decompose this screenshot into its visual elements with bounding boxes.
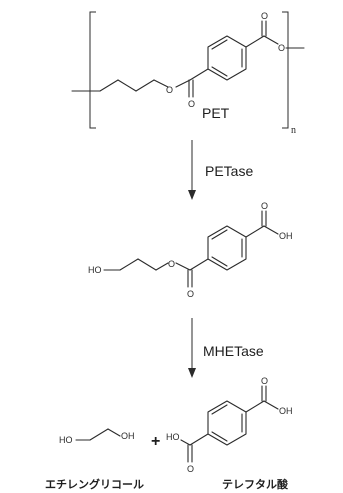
bond [211,39,228,50]
bond [189,433,209,446]
bond [211,404,228,415]
bond [245,35,265,48]
atom-ho: HO [59,435,73,445]
atom-o-carbonyl: O [187,289,194,299]
bond [211,256,228,267]
bond [99,79,119,92]
bond [137,258,157,271]
mhet-structure: HO O O O OH [88,201,293,299]
atom-oh: OH [279,231,293,241]
bond [189,68,209,81]
bond [135,79,155,92]
bond [153,79,169,88]
arrow-mhetase: MHETase [188,318,264,378]
bond [117,79,137,92]
bond [107,428,121,437]
bond [175,79,191,88]
atom-ho: HO [88,265,102,275]
atom-o-left: O [187,464,194,474]
bond [211,229,228,240]
bond [89,428,109,441]
atom-o-right: O [261,376,268,386]
atom-o-carbonyl-left: O [188,99,195,109]
atom-o-carbonyl-right: O [261,11,268,21]
atom-o-ester: O [168,259,175,269]
terephthalic-acid-structure: HO O O OH [166,376,293,474]
bond [211,431,228,442]
enzyme-mhetase-label: MHETase [203,343,264,359]
repeat-subscript: n [291,125,296,136]
ethylene-glycol-structure: HO OH [59,428,135,445]
benzene-ring [207,35,247,81]
benzene-ring [207,400,247,446]
bond [175,262,191,271]
pet-label: PET [202,105,230,121]
bond [245,400,265,413]
right-bracket [282,11,289,129]
bond [119,258,139,271]
bond [180,439,191,446]
atom-oh: OH [279,406,293,416]
enzyme-petase-label: PETase [205,163,253,179]
bond [263,225,279,235]
atom-o-ester-left: O [166,85,173,95]
benzene-ring [207,225,247,271]
bond [245,225,265,238]
plus-sign: + [151,433,160,450]
left-bracket [89,11,96,129]
arrowhead [188,368,196,378]
pet-structure: O O O O PET n [71,11,305,136]
arrowhead [188,190,196,200]
bond [211,66,228,77]
ethylene-glycol-label: エチレングリコール [45,477,144,491]
atom-o-ester-right: O [278,43,285,53]
bond [155,262,169,271]
atom-o-acid: O [261,201,268,211]
terephthalic-acid-label: テレフタル酸 [222,477,289,491]
bond [189,258,209,271]
bond [263,400,279,410]
arrow-petase: PETase [188,140,253,200]
atom-oh: OH [121,431,135,441]
bond [263,35,279,45]
atom-ho: HO [166,432,180,442]
